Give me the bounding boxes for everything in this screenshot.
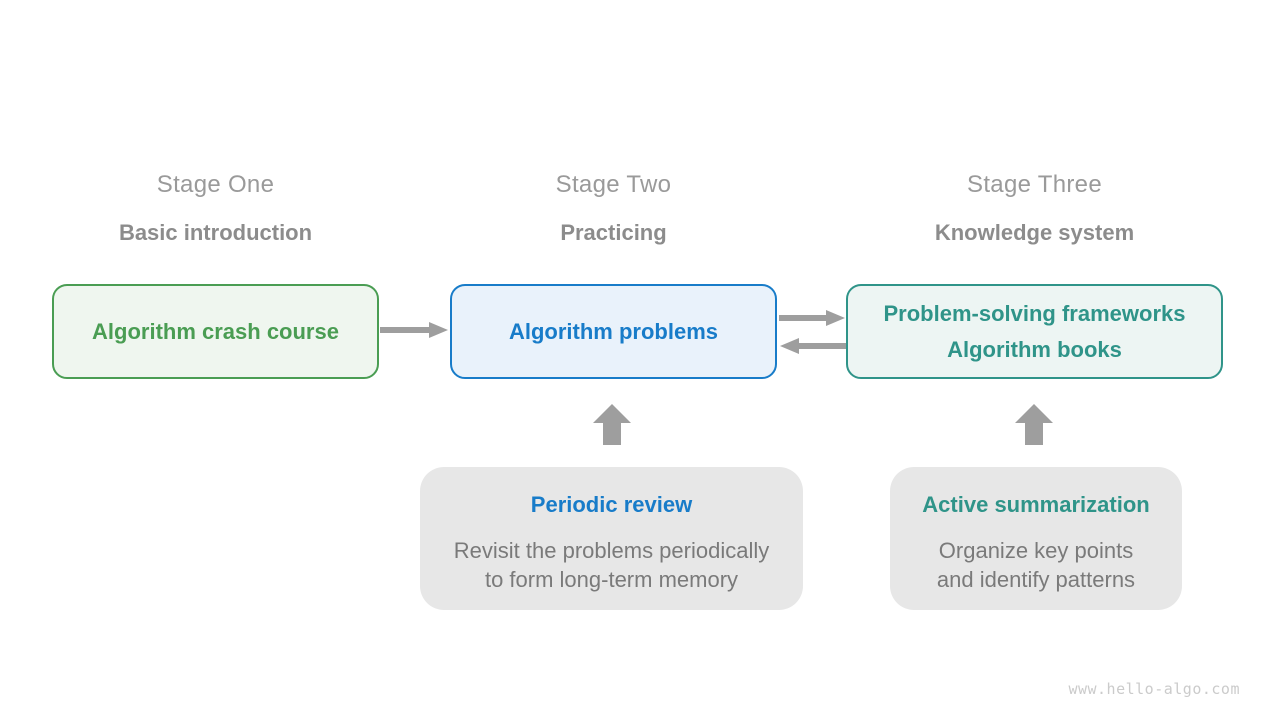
arrow-up-icon (1015, 404, 1053, 445)
site-watermark: www.hello-algo.com (1068, 680, 1240, 698)
stage-three-box-text-line1: Problem-solving frameworks (883, 300, 1186, 326)
stage-one-label: Stage One (156, 171, 275, 198)
active-summarization-body-line1: Organize key points (938, 538, 1134, 563)
periodic-review-note: Periodic review Revisit the problems per… (420, 467, 803, 610)
arrow-right-icon (779, 310, 845, 326)
periodic-review-body-line1: Revisit the problems periodically (453, 538, 770, 563)
active-summarization-title: Active summarization (922, 492, 1150, 517)
stage-one-box: Algorithm crash course (52, 284, 379, 379)
stage-two-box-text: Algorithm problems (508, 318, 718, 344)
periodic-review-body-line2: to form long-term memory (484, 567, 739, 592)
arrow-left-icon (780, 338, 846, 354)
stage-two-label: Stage Two (555, 171, 672, 198)
active-summarization-body: Organize key points and identify pattern… (890, 536, 1182, 594)
stage-two-subtitle: Practicing (560, 220, 667, 245)
active-summarization-body-line2: and identify patterns (936, 567, 1136, 592)
active-summarization-note: Active summarization Organize key points… (890, 467, 1182, 610)
stage-one-box-text: Algorithm crash course (92, 318, 339, 344)
stage-three-subtitle: Knowledge system (934, 220, 1135, 245)
stage-two-box: Algorithm problems (450, 284, 777, 379)
periodic-review-title: Periodic review (530, 492, 693, 517)
arrow-up-icon (593, 404, 631, 445)
stage-one-subtitle: Basic introduction (118, 220, 313, 245)
stage-three-label: Stage Three (967, 171, 1102, 198)
stage-three-box: Problem-solving frameworks Algorithm boo… (846, 284, 1223, 379)
periodic-review-body: Revisit the problems periodically to for… (420, 536, 803, 594)
arrow-right-icon (380, 322, 448, 338)
stage-three-box-text-line2: Algorithm books (947, 336, 1122, 362)
